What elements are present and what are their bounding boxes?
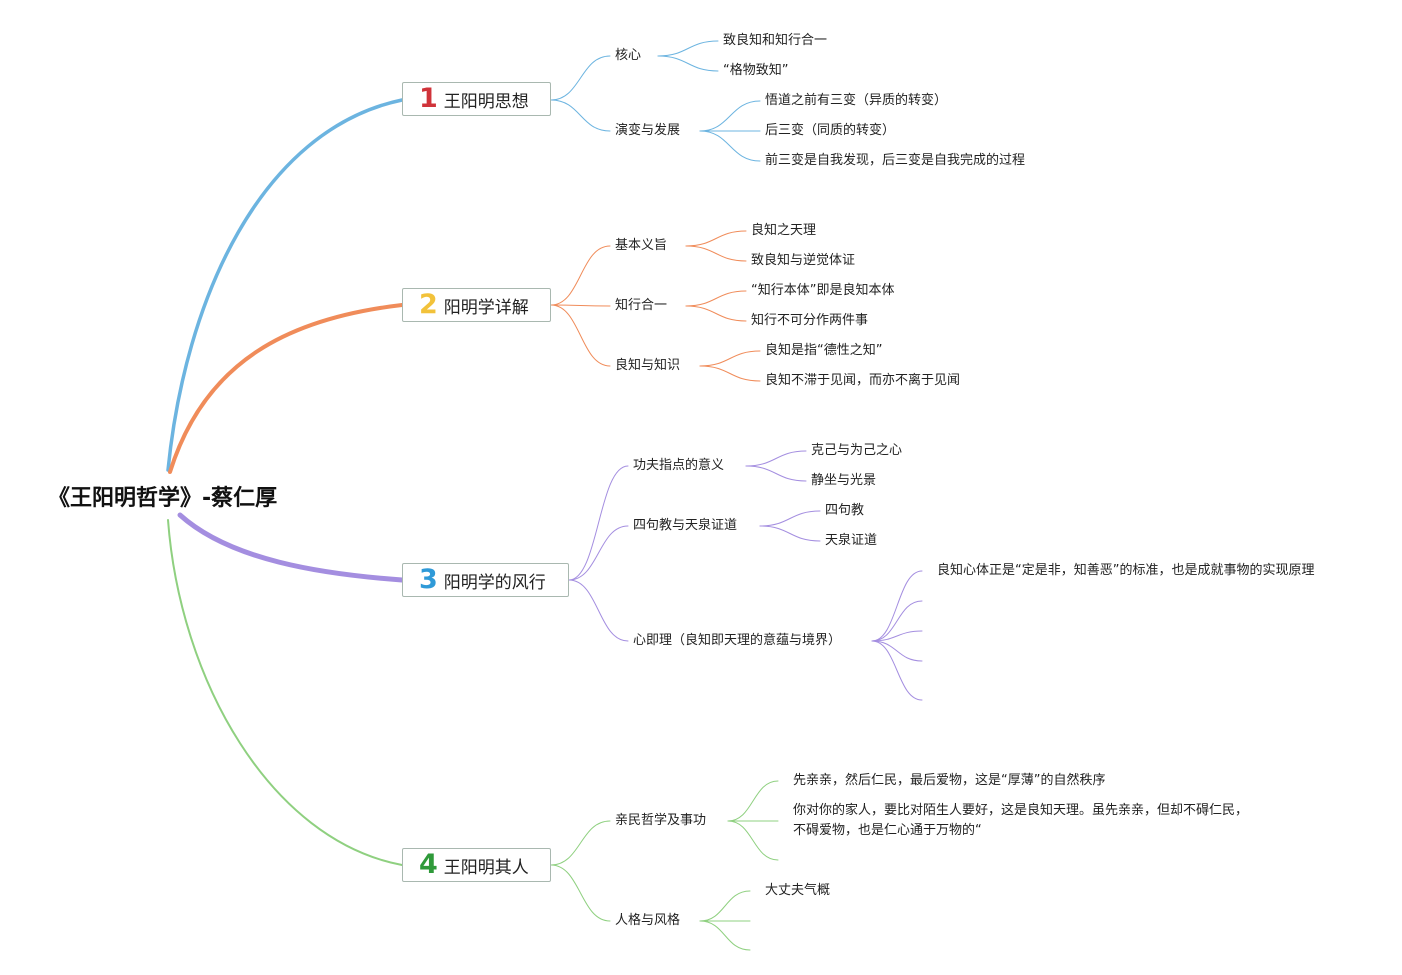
leaf-item[interactable]: 四句教 [825,503,865,518]
leaf-item[interactable]: 你对你的家人，要比对陌生人要好，这是良知天理。虽先亲亲，但却不碍仁民， 不碍爱物… [793,803,1249,838]
leaf-item[interactable]: 后三变（同质的转变） [765,123,896,138]
branch-link [550,304,611,367]
branch-link [550,864,611,922]
leaf-link [699,920,751,951]
branch-1-topic[interactable]: 1 王阳明思想 [402,82,551,116]
leaf-link [727,780,779,822]
leaf-item[interactable]: 良知是指“德性之知” [765,343,883,358]
leaf-link [657,55,719,72]
branch-number: 1 [419,83,438,114]
leaf-item[interactable]: “知行本体”即是良知本体 [751,283,895,298]
branch-label: 王阳明其人 [443,857,529,878]
subtopic-basic-meaning[interactable]: 基本义旨 [615,238,668,253]
leaf-link [699,350,761,367]
leaf-link [871,600,923,642]
branch-link [550,820,611,866]
leaf-link [685,290,747,307]
branch-label: 阳明学的风行 [443,572,546,593]
branch-link [550,245,611,306]
subtopic-evolution[interactable]: 演变与发展 [615,123,681,138]
leaf-item[interactable]: 天泉证道 [825,533,878,548]
branch-link [568,579,629,642]
root-link-4 [167,519,403,866]
subtopic-liangzhi-knowledge[interactable]: 良知与知识 [615,358,681,373]
branch-label: 王阳明思想 [443,91,529,112]
subtopic-unity-knowledge-action[interactable]: 知行合一 [615,298,668,313]
leaf-link [871,640,923,701]
subtopic-kungfu[interactable]: 功夫指点的意义 [633,458,725,473]
leaf-link [657,40,719,57]
leaf-link [699,365,761,382]
leaf-link [699,890,751,922]
leaf-item[interactable]: 先亲亲，然后仁民，最后爱物，这是“厚薄”的自然秩序 [793,773,1106,788]
leaf-link [871,640,923,662]
leaf-link [699,100,761,132]
leaf-link [745,465,807,482]
subtopic-personality-style[interactable]: 人格与风格 [615,913,681,928]
subtopic-mind-is-principle[interactable]: 心即理（良知即天理的意蕴与境界） [633,633,842,648]
leaf-link [759,510,821,527]
leaf-link [745,450,807,467]
leaf-item[interactable]: 克己与为己之心 [811,443,903,458]
leaf-link [685,245,747,262]
subtopic-core[interactable]: 核心 [615,48,642,63]
branch-2-topic[interactable]: 2 阳明学详解 [402,288,551,322]
branch-link [568,525,629,581]
leaf-item[interactable]: 静坐与光景 [811,473,877,488]
branch-link [550,99,611,132]
subtopic-people-philosophy[interactable]: 亲民哲学及事功 [615,813,707,828]
branch-number: 4 [419,849,438,880]
leaf-link [685,230,747,247]
leaf-item[interactable]: 大丈夫气概 [765,883,831,898]
branch-link [568,465,629,581]
leaf-link [871,630,923,642]
branch-number: 3 [419,564,438,595]
root-topic[interactable]: 《王阳明哲学》-蔡仁厚 [48,486,278,511]
leaf-item[interactable]: 致良知与逆觉体证 [751,253,856,268]
branch-label: 阳明学详解 [443,297,529,318]
branch-link [550,55,611,101]
branch-link [550,304,611,307]
leaf-link [759,525,821,542]
leaf-link [727,820,779,861]
leaf-item[interactable]: 致良知和知行合一 [723,33,828,48]
leaf-link [871,570,923,642]
leaf-item[interactable]: 前三变是自我发现，后三变是自我完成的过程 [765,153,1026,168]
branch-4-topic[interactable]: 4 王阳明其人 [402,848,551,882]
leaf-item[interactable]: “格物致知” [723,63,789,78]
leaf-link [685,305,747,322]
root-link-1 [166,98,404,472]
leaf-link [699,130,761,162]
leaf-item[interactable]: 知行不可分作两件事 [751,313,869,328]
subtopic-four-sentences[interactable]: 四句教与天泉证道 [633,518,738,533]
branch-number: 2 [419,289,438,320]
leaf-item[interactable]: 良知不滞于见闻，而亦不离于见闻 [765,373,961,388]
root-link-3 [177,512,405,583]
leaf-item[interactable]: 良知之天理 [751,223,817,238]
root-link-2 [168,303,404,474]
leaf-item[interactable]: 悟道之前有三变（异质的转变） [765,93,948,108]
branch-3-topic[interactable]: 3 阳明学的风行 [402,563,569,597]
leaf-item[interactable]: 良知心体正是“定是非，知善恶”的标准，也是成就事物的实现原理 [937,563,1315,578]
